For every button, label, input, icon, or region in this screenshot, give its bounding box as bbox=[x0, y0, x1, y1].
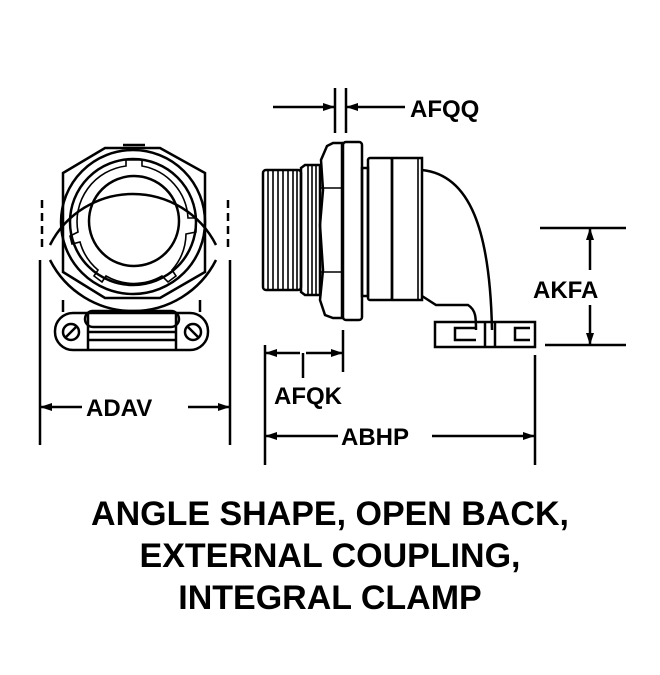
caption-line-2: EXTERNAL COUPLING, bbox=[140, 537, 521, 575]
dimension-adav: ADAV bbox=[38, 260, 232, 445]
dimension-afqq: AFQQ bbox=[273, 88, 479, 133]
dimension-label-akfa: AKFA bbox=[533, 277, 598, 304]
dimension-label-adav: ADAV bbox=[86, 395, 152, 422]
dimension-label-afqk: AFQK bbox=[274, 383, 343, 410]
screw-icon bbox=[183, 322, 203, 342]
caption-line-1: ANGLE SHAPE, OPEN BACK, bbox=[91, 495, 569, 533]
dimension-abhp: ABHP bbox=[265, 355, 537, 465]
dimension-afqk: AFQK bbox=[263, 330, 345, 465]
dimension-label-abhp: ABHP bbox=[341, 424, 409, 451]
caption-line-3: INTEGRAL CLAMP bbox=[178, 579, 481, 617]
screw-icon bbox=[61, 322, 81, 342]
dimension-akfa: AKFA bbox=[533, 226, 626, 347]
side-view bbox=[261, 140, 537, 349]
dimension-label-afqq: AFQQ bbox=[410, 96, 479, 123]
integral-clamp bbox=[53, 309, 210, 352]
front-view bbox=[40, 143, 230, 313]
caption: ANGLE SHAPE, OPEN BACK, EXTERNAL COUPLIN… bbox=[91, 495, 569, 617]
